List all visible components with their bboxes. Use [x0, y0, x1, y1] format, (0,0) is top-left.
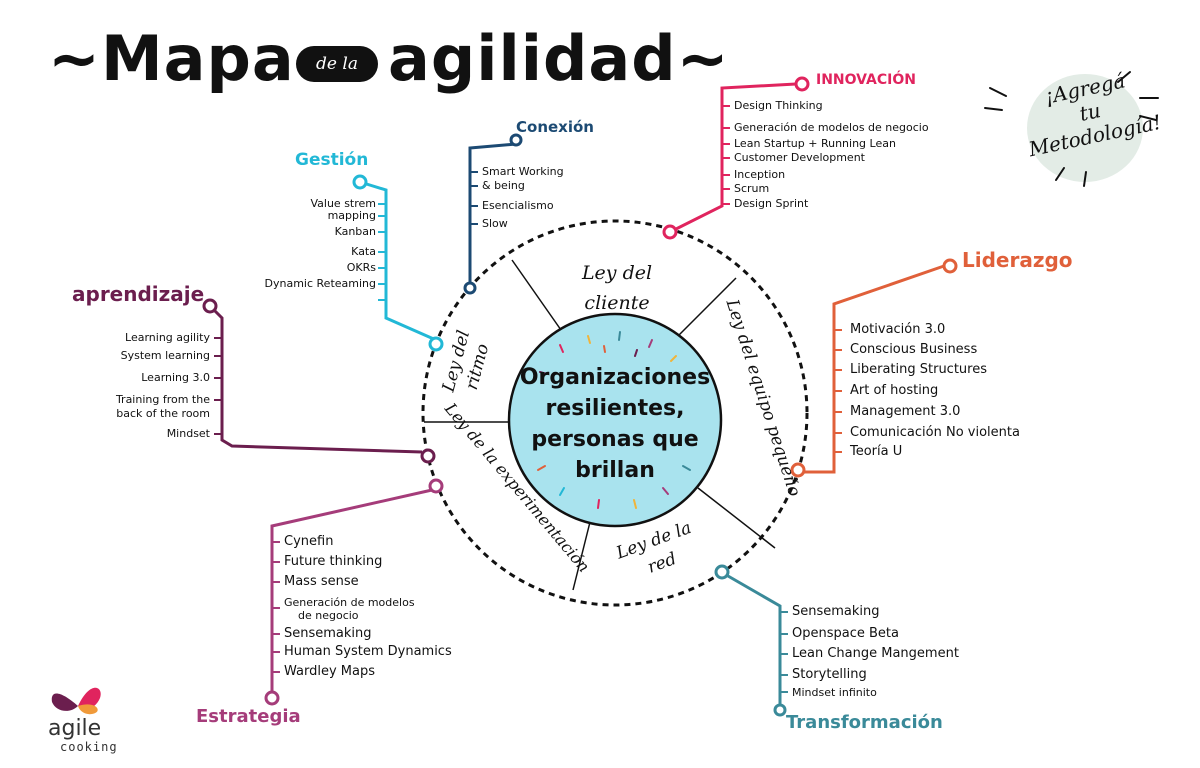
- liderazgo-item: Liberating Structures: [850, 362, 987, 377]
- aprendizaje-branch-line: [202, 298, 436, 464]
- estrategia-item: de negocio: [298, 609, 359, 622]
- estrategia-item: Cynefin: [284, 534, 334, 549]
- innovacion-item: Design Sprint: [734, 197, 809, 210]
- branch-title-innovacion: INNOVACIÓN: [816, 72, 916, 88]
- conexion-item: Slow: [482, 217, 508, 230]
- innovacion-item: Design Thinking: [734, 99, 823, 112]
- transformacion-item: Lean Change Mangement: [792, 646, 959, 661]
- title-agilidad: agilidad~: [388, 22, 730, 95]
- estrategia-item: Wardley Maps: [284, 664, 375, 679]
- add-note-rays: [984, 71, 1159, 187]
- conexion-item: & being: [482, 179, 525, 192]
- conexion-item: Esencialismo: [482, 199, 554, 212]
- estrategia-item: Future thinking: [284, 554, 383, 569]
- transformacion-item: Mindset infinito: [792, 686, 877, 699]
- add-note-blob: [1027, 74, 1143, 182]
- divider-line: [572, 521, 591, 591]
- divider-line: [511, 259, 562, 331]
- center-circle: [507, 312, 723, 528]
- estrategia-item: Generación de modelos: [284, 596, 415, 609]
- outer-ring: [421, 219, 809, 607]
- gestion-item: OKRs: [346, 261, 376, 274]
- conexion-branch-line: [463, 133, 523, 295]
- innovacion-item: Scrum: [734, 182, 770, 195]
- sector-cliente: Ley del cliente: [581, 262, 653, 314]
- liderazgo-item: Motivación 3.0: [850, 322, 946, 337]
- center-line: personas que: [531, 427, 699, 452]
- estrategia-item: Human System Dynamics: [284, 644, 452, 659]
- branch-title-conexion: Conexión: [516, 118, 594, 136]
- liderazgo-item: Comunicación No violenta: [850, 425, 1020, 440]
- estrategia-branch-line: [264, 478, 444, 706]
- gestion-item: Dynamic Reteaming: [264, 277, 376, 290]
- gestion-item: Value strem: [310, 197, 376, 210]
- liderazgo-branch-line: [790, 258, 958, 478]
- liderazgo-item: Art of hosting: [850, 383, 939, 398]
- innovacion-item: Lean Startup + Running Lean: [734, 137, 896, 150]
- branch-title-estrategia: Estrategia: [196, 706, 301, 727]
- estrategia-item: Mass sense: [284, 574, 359, 589]
- sparkles: [537, 331, 691, 509]
- center-message: Organizaciones resilientes, personas que…: [500, 362, 730, 486]
- divider-line: [677, 277, 737, 337]
- innovacion-item: Customer Development: [734, 151, 865, 164]
- liderazgo-item: Teoría U: [850, 444, 903, 459]
- innovacion-item: Inception: [734, 168, 786, 181]
- butterfly-logo-icon: [51, 687, 101, 715]
- aprendizaje-item: Learning agility: [125, 331, 210, 344]
- logo-subtitle: cooking: [60, 740, 118, 754]
- transformacion-item: Sensemaking: [792, 604, 880, 619]
- center-line: brillan: [575, 458, 655, 483]
- transformacion-item: Openspace Beta: [792, 626, 899, 641]
- gestion-branch-line: [352, 174, 444, 352]
- gestion-item: Kata: [351, 245, 376, 258]
- aprendizaje-item: back of the room: [116, 407, 210, 420]
- branch-title-aprendizaje: aprendizaje: [72, 282, 205, 306]
- innovacion-item: Generación de modelos de negocio: [734, 121, 929, 134]
- branch-title-transformacion: Transformación: [786, 712, 943, 733]
- branch-title-gestion: Gestión: [295, 150, 369, 170]
- center-line: resilientes,: [545, 396, 685, 421]
- transformacion-branch-line: [714, 564, 788, 717]
- branch-title-liderazgo: Liderazgo: [962, 248, 1073, 272]
- gestion-item: Kanban: [334, 225, 376, 238]
- center-line: Organizaciones: [519, 365, 711, 390]
- estrategia-item: Sensemaking: [284, 626, 372, 641]
- transformacion-item: Storytelling: [792, 667, 867, 682]
- aprendizaje-item: Mindset: [166, 427, 210, 440]
- innovacion-branch-line: [662, 76, 810, 240]
- title-pill: de la: [296, 46, 378, 82]
- logo-name: agile: [48, 716, 102, 741]
- aprendizaje-item: Learning 3.0: [141, 371, 210, 384]
- conexion-item: Smart Working: [482, 165, 564, 178]
- liderazgo-item: Conscious Business: [850, 342, 978, 357]
- liderazgo-item: Management 3.0: [850, 404, 961, 419]
- title-mapa: ~Mapa: [48, 22, 295, 95]
- aprendizaje-item: Training from the: [115, 393, 210, 406]
- divider-line: [697, 487, 776, 549]
- gestion-item: mapping: [327, 209, 376, 222]
- aprendizaje-item: System learning: [120, 349, 210, 362]
